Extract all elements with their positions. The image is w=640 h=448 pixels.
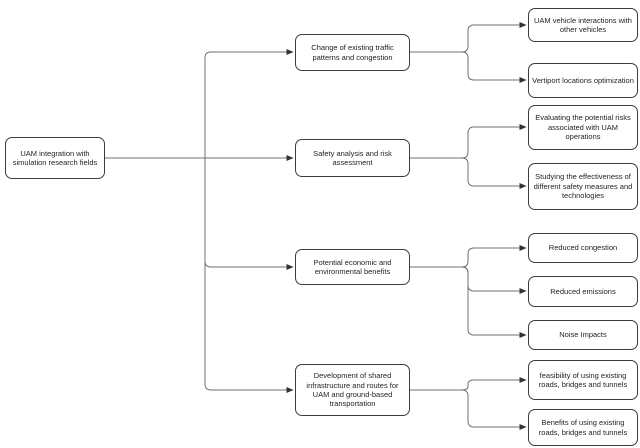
node-leaf-vertiport-optimization: Vertiport locations optimization [528,63,638,98]
node-leaf-benefits-existing-roads: Benefits of using existing roads, bridge… [528,409,638,446]
node-leaf-feasibility-existing-roads: feasibility of using existing roads, bri… [528,360,638,400]
node-branch-safety-analysis: Safety analysis and risk assessment [295,139,410,177]
node-leaf-reduced-emissions: Reduced emissions [528,276,638,307]
node-leaf-evaluating-risks: Evaluating the potential risks associate… [528,105,638,150]
node-leaf-noise-impacts: Noise Impacts [528,320,638,350]
node-leaf-safety-measures: Studying the effectiveness of different … [528,163,638,210]
node-root: UAM integration with simulation research… [5,137,105,179]
node-branch-shared-infrastructure: Development of shared infrastructure and… [295,364,410,416]
node-branch-economic-benefits: Potential economic and environmental ben… [295,249,410,285]
node-branch-traffic-patterns: Change of existing traffic patterns and … [295,34,410,71]
node-leaf-vehicle-interactions: UAM vehicle interactions with other vehi… [528,8,638,42]
node-leaf-reduced-congestion: Reduced congestion [528,233,638,263]
